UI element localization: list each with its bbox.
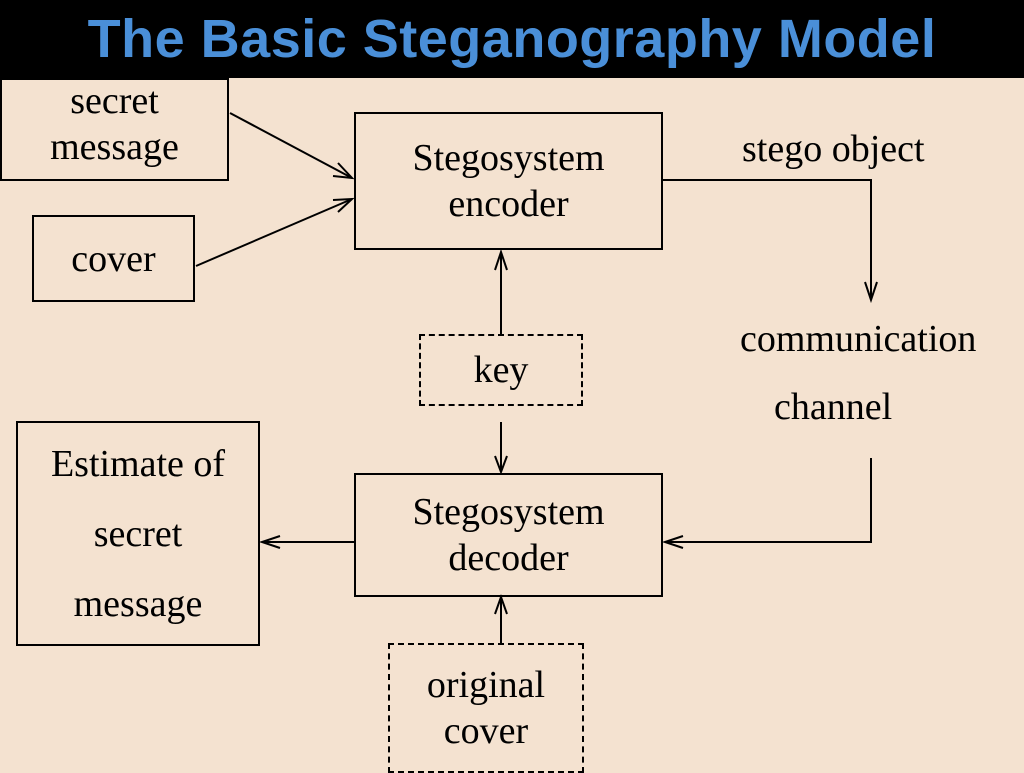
estimate-line3: message xyxy=(73,582,203,625)
arrowhead-to-estimate xyxy=(258,535,281,549)
estimate-box: Estimate of secret message xyxy=(16,421,260,646)
decoder-line2: decoder xyxy=(448,537,569,579)
original-cover-line1: original xyxy=(426,664,546,706)
stego-object-label: stego object xyxy=(742,128,925,170)
page-title: The Basic Steganography Model xyxy=(87,9,937,69)
key-box: key xyxy=(419,334,583,406)
arrowhead-cover-to-encoder xyxy=(332,197,355,213)
estimate-line2: secret xyxy=(93,512,183,555)
secret-message-box: secret message xyxy=(0,78,229,181)
arrowhead-key-to-encoder xyxy=(494,248,508,271)
arrowhead-to-channel xyxy=(864,281,878,304)
decoder-box: Stegosystem decoder xyxy=(354,473,663,597)
original-cover-box: original cover xyxy=(388,643,584,773)
secret-message-line2: message xyxy=(50,126,179,168)
encoder-line1: Stegosystem xyxy=(412,137,605,179)
arrow-cover-to-encoder xyxy=(195,198,353,267)
channel-label-line1: communication xyxy=(740,318,977,360)
cover-box: cover xyxy=(32,215,195,302)
encoder-line2: encoder xyxy=(448,183,569,225)
title-bar: The Basic Steganography Model xyxy=(0,0,1024,78)
arrowhead-key-to-decoder xyxy=(494,455,508,475)
secret-message-line1: secret xyxy=(70,80,159,122)
channel-label-line2: channel xyxy=(774,386,893,428)
arrow-channel-to-decoder xyxy=(665,458,872,543)
encoder-box: Stegosystem encoder xyxy=(354,112,663,250)
original-cover-line2: cover xyxy=(443,710,529,752)
arrow-secret-to-encoder xyxy=(229,112,353,179)
arrow-encoder-to-channel xyxy=(663,179,872,300)
cover-label: cover xyxy=(71,237,156,280)
key-label: key xyxy=(473,349,529,391)
arrowhead-to-decoder xyxy=(661,535,684,549)
estimate-line1: Estimate of xyxy=(50,442,226,485)
arrowhead-secret-to-encoder xyxy=(332,162,355,180)
decoder-line1: Stegosystem xyxy=(412,491,605,533)
arrowhead-original-cover-to-decoder xyxy=(494,593,508,615)
